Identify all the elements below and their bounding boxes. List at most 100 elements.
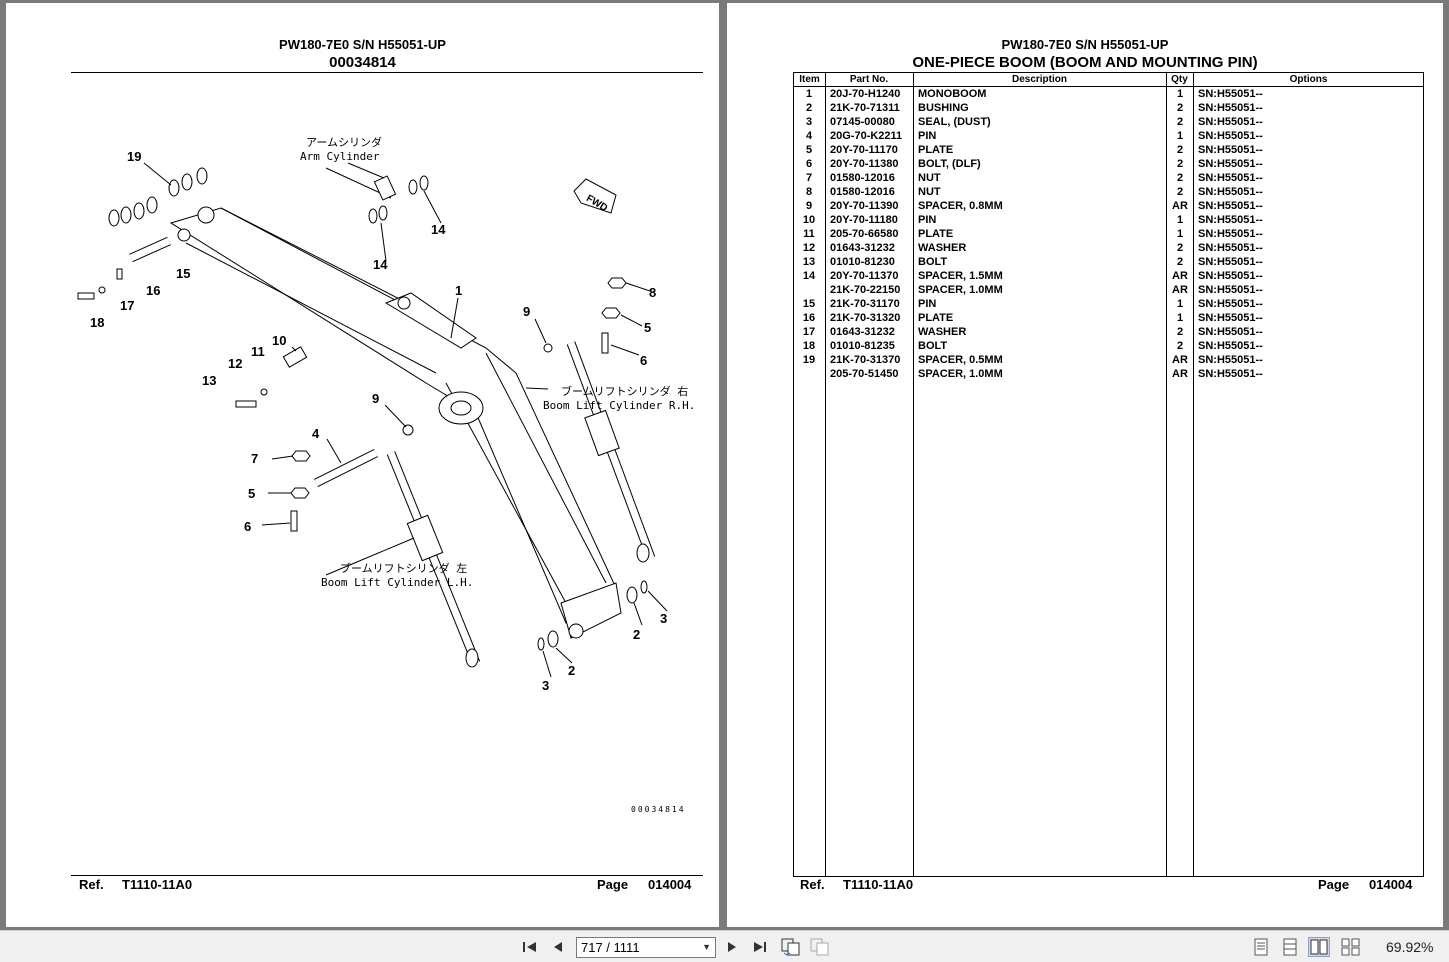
qty-cell: 2 [1176, 326, 1184, 338]
part-number-cell: 20G-70-K2211 [830, 130, 903, 142]
page-label: Page [597, 877, 629, 892]
boom-lh-en-label: Boom Lift Cylinder L.H. [321, 576, 473, 589]
options-cell: SN:H55051-- [1198, 340, 1263, 352]
drawing-code: 00034814 [631, 805, 686, 814]
item-cell: 19 [802, 354, 816, 366]
part-number-cell: 20Y-70-11180 [830, 214, 898, 226]
description-cell: BOLT [918, 256, 948, 268]
description-cell: BOLT, (DLF) [918, 158, 981, 170]
options-cell: SN:H55051-- [1198, 326, 1263, 338]
description-cell: WASHER [918, 242, 967, 254]
prev-page-icon[interactable] [547, 937, 569, 957]
part-number-cell: 01010-81230 [830, 256, 895, 268]
description-cell: WASHER [918, 326, 967, 338]
ref-label: Ref. [79, 877, 104, 892]
next-page-icon[interactable] [721, 937, 743, 957]
callout-19: 19 [127, 149, 141, 164]
col-header-description: Description [1011, 74, 1067, 85]
callout-16: 16 [146, 283, 160, 298]
qty-cell: 2 [1176, 242, 1184, 254]
qty-cell: 1 [1176, 214, 1184, 226]
options-cell: SN:H55051-- [1198, 214, 1263, 226]
qty-cell: AR [1172, 368, 1188, 380]
boom-exploded-diagram: FWD アームシリンダ Arm Cylinder ブームリフトシリンダ 右 Bo… [77, 135, 695, 693]
right-page: PW180-7E0 S/N H55051-UP ONE-PIECE BOOM (… [727, 3, 1443, 927]
options-cell: SN:H55051-- [1198, 102, 1263, 114]
page-number-select[interactable]: 717 / 1111 ▼ [576, 937, 716, 958]
item-cell: 16 [802, 312, 816, 324]
left-page-subtitle: 00034814 [329, 54, 396, 71]
options-cell: SN:H55051-- [1198, 172, 1263, 184]
part-number-cell: 20Y-70-11380 [830, 158, 899, 170]
two-page-view-icon[interactable] [1279, 937, 1301, 957]
options-cell: SN:H55051-- [1198, 158, 1263, 170]
item-cell: 13 [802, 256, 816, 268]
column-divider [1166, 73, 1167, 876]
column-divider [825, 73, 826, 876]
single-page-view-icon[interactable] [1250, 937, 1272, 957]
callout-14: 14 [373, 257, 388, 272]
qty-cell: AR [1172, 354, 1188, 366]
description-cell: PIN [918, 298, 937, 310]
callout-13: 13 [202, 373, 216, 388]
last-page-icon[interactable] [749, 937, 771, 957]
description-cell: MONOBOOM [918, 88, 987, 100]
part-number-cell: 01010-81235 [830, 340, 895, 352]
item-cell: 14 [802, 270, 816, 282]
qty-cell: 1 [1176, 228, 1184, 240]
part-number-cell: 01580-12016 [830, 172, 895, 184]
boom-rh-en-label: Boom Lift Cylinder R.H. [543, 399, 695, 412]
callout-9: 9 [523, 304, 530, 319]
zoom-level[interactable]: 69.92% [1386, 939, 1434, 955]
page-value: 014004 [1369, 877, 1413, 892]
options-cell: SN:H55051-- [1198, 312, 1263, 324]
col-header-item: Item [799, 74, 820, 85]
qty-cell: 2 [1176, 172, 1184, 184]
boom-rh-jp-label: ブームリフトシリンダ 右 [561, 384, 688, 398]
description-cell: SPACER, 1.0MM [918, 368, 1003, 380]
continuous-icon[interactable] [780, 937, 802, 957]
qty-cell: 2 [1176, 256, 1184, 268]
two-page-continuous-icon[interactable] [1308, 937, 1330, 957]
callout-2: 2 [633, 627, 640, 642]
callout-10: 10 [272, 333, 286, 348]
col-header-qty: Qty [1171, 74, 1188, 85]
facing-icon[interactable] [809, 937, 831, 957]
options-cell: SN:H55051-- [1198, 88, 1263, 100]
thumbnail-view-icon[interactable] [1340, 937, 1362, 957]
col-header-part: Part No. [849, 74, 889, 85]
description-cell: SEAL, (DUST) [918, 116, 991, 128]
item-cell: 5 [805, 144, 813, 156]
callout-7: 7 [251, 451, 258, 466]
options-cell: SN:H55051-- [1198, 186, 1263, 198]
qty-cell: 2 [1176, 340, 1184, 352]
item-cell: 6 [805, 158, 813, 170]
description-cell: NUT [918, 186, 941, 198]
description-cell: SPACER, 0.5MM [918, 354, 1003, 366]
qty-cell: AR [1172, 200, 1188, 212]
qty-cell: 1 [1176, 298, 1184, 310]
part-number-cell: 20Y-70-11370 [830, 270, 899, 282]
qty-cell: 2 [1176, 144, 1184, 156]
callout-3: 3 [660, 611, 667, 626]
boom-lh-jp-label: ブームリフトシリンダ 左 [340, 561, 467, 575]
callout-12: 12 [228, 356, 242, 371]
options-cell: SN:H55051-- [1198, 116, 1263, 128]
description-cell: PLATE [918, 312, 954, 324]
description-cell: SPACER, 1.0MM [918, 284, 1003, 296]
first-page-icon[interactable] [519, 937, 541, 957]
callout-1: 1 [455, 283, 462, 298]
item-cell: 7 [805, 172, 813, 184]
